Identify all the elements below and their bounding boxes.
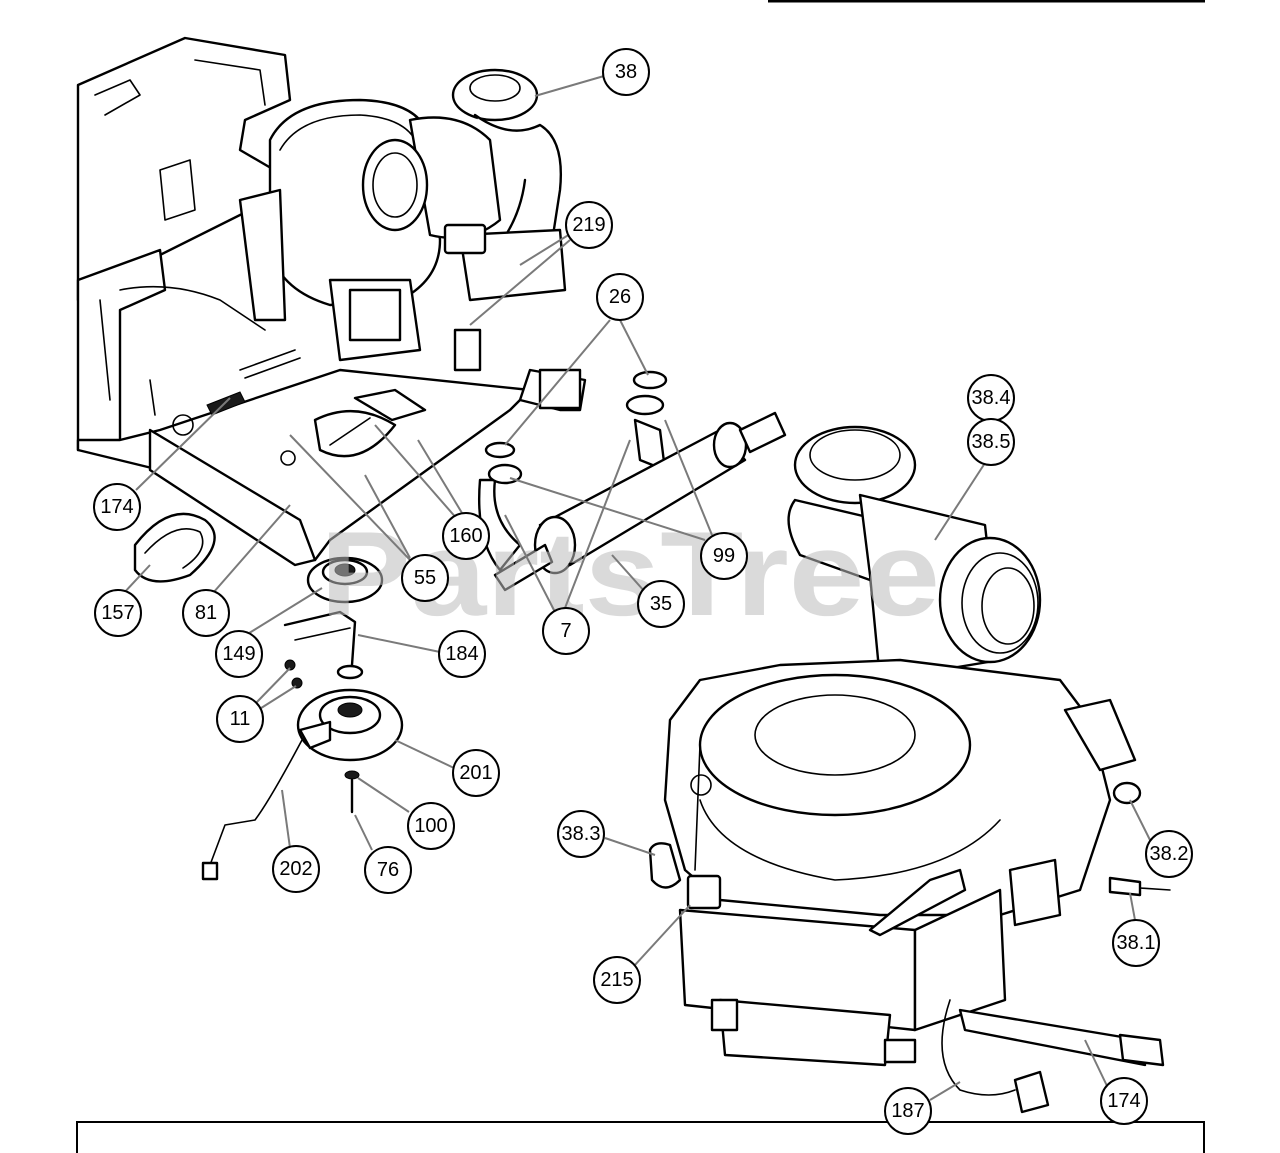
- svg-text:35: 35: [650, 593, 672, 615]
- leader-lines: [121, 75, 1151, 1101]
- callout-7[interactable]: 7: [542, 607, 590, 655]
- callout-157[interactable]: 157: [94, 589, 142, 637]
- callout-11[interactable]: 11: [216, 695, 264, 743]
- callout-38[interactable]: 38: [602, 48, 650, 96]
- svg-text:55: 55: [414, 567, 436, 589]
- belt-and-pulley: [133, 512, 404, 881]
- svg-text:187: 187: [891, 1100, 924, 1122]
- svg-text:100: 100: [414, 815, 447, 837]
- svg-text:157: 157: [101, 602, 134, 624]
- callout-201[interactable]: 201: [452, 749, 500, 797]
- mounted-engine: [119, 68, 567, 416]
- svg-text:81: 81: [195, 602, 217, 624]
- svg-text:38.1: 38.1: [1117, 932, 1156, 954]
- callout-215[interactable]: 215: [593, 956, 641, 1004]
- svg-text:38.3: 38.3: [562, 823, 601, 845]
- callout-38-4[interactable]: 38.4: [967, 374, 1015, 422]
- callout-219[interactable]: 219: [565, 201, 613, 249]
- callout-38-5[interactable]: 38.5: [967, 418, 1015, 466]
- callout-174-left[interactable]: 174: [93, 483, 141, 531]
- svg-text:38.5: 38.5: [972, 431, 1011, 453]
- svg-text:219: 219: [572, 214, 605, 236]
- callout-202[interactable]: 202: [272, 845, 320, 893]
- svg-text:202: 202: [279, 858, 312, 880]
- callout-149[interactable]: 149: [215, 630, 263, 678]
- exhaust-muffler: [478, 370, 787, 592]
- svg-text:11: 11: [230, 708, 251, 730]
- callout-55[interactable]: 55: [401, 554, 449, 602]
- callout-76[interactable]: 76: [364, 846, 412, 894]
- svg-text:149: 149: [222, 643, 255, 665]
- callout-184[interactable]: 184: [438, 630, 486, 678]
- svg-text:38.2: 38.2: [1150, 843, 1189, 865]
- svg-text:174: 174: [100, 496, 133, 518]
- svg-text:38: 38: [615, 61, 637, 83]
- callout-26[interactable]: 26: [596, 273, 644, 321]
- page-frame-bottom: [76, 1121, 1205, 1153]
- callout-35[interactable]: 35: [637, 580, 685, 628]
- svg-text:174: 174: [1107, 1090, 1140, 1112]
- svg-text:38.4: 38.4: [972, 387, 1011, 409]
- svg-text:7: 7: [560, 620, 571, 642]
- svg-text:184: 184: [445, 643, 478, 665]
- callout-99[interactable]: 99: [700, 532, 748, 580]
- callout-187[interactable]: 187: [884, 1087, 932, 1135]
- callout-100[interactable]: 100: [407, 802, 455, 850]
- svg-text:76: 76: [377, 859, 399, 881]
- callout-38-3[interactable]: 38.3: [557, 810, 605, 858]
- svg-text:99: 99: [713, 545, 735, 567]
- svg-text:201: 201: [459, 762, 492, 784]
- svg-text:215: 215: [600, 969, 633, 991]
- callout-38-1[interactable]: 38.1: [1112, 919, 1160, 967]
- engine-assembly: [648, 425, 1171, 1114]
- callout-81[interactable]: 81: [182, 589, 230, 637]
- callout-38-2[interactable]: 38.2: [1145, 830, 1193, 878]
- callout-174-right[interactable]: 174: [1100, 1077, 1148, 1125]
- callout-160[interactable]: 160: [442, 512, 490, 560]
- svg-text:26: 26: [609, 286, 631, 308]
- svg-text:160: 160: [449, 525, 482, 547]
